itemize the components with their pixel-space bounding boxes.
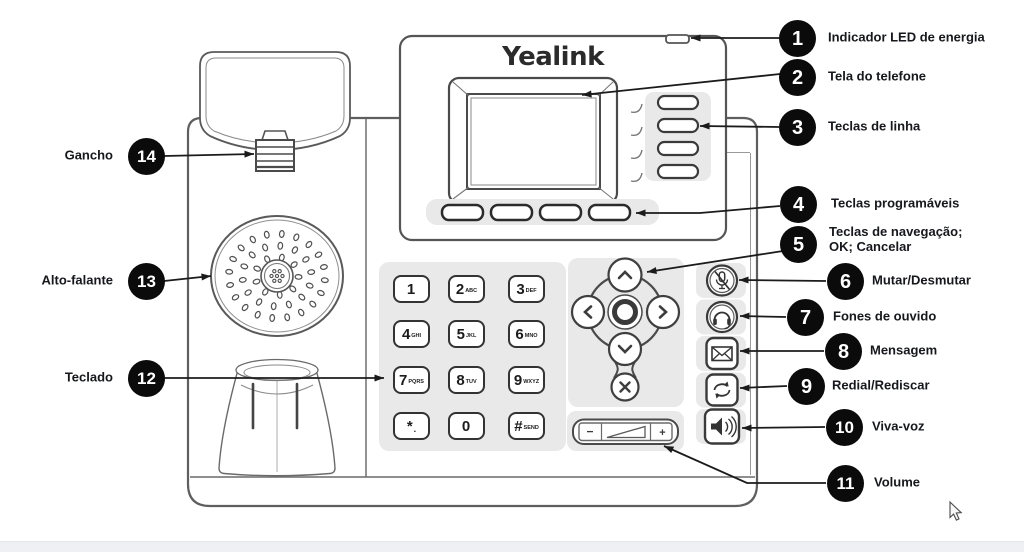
nav-down-key xyxy=(607,331,643,367)
callout-badge-13: 13 xyxy=(128,263,165,300)
ok-key xyxy=(607,294,643,330)
callout-badge-9: 9 xyxy=(788,368,825,405)
callout-label-power-led: Indicador LED de energia xyxy=(828,29,985,45)
line-keys xyxy=(630,92,711,183)
message-key xyxy=(705,336,739,371)
callout-label-volume: Volume xyxy=(874,474,920,490)
volume-minus-icon: − xyxy=(586,425,593,439)
callout-label-mute: Mutar/Desmutar xyxy=(872,272,971,288)
keypad-panel xyxy=(379,262,566,451)
callout-badge-7: 7 xyxy=(787,299,824,336)
window-bottom-edge xyxy=(0,541,1024,552)
phone-screen xyxy=(447,76,619,205)
circular-arrow-icon xyxy=(713,381,731,399)
power-led xyxy=(665,34,690,44)
volume-ramp-icon xyxy=(606,425,646,439)
callout-badge-2: 2 xyxy=(779,59,816,96)
callout-label-redial: Redial/Rediscar xyxy=(832,377,930,393)
function-keys xyxy=(696,263,746,445)
nav-left-key xyxy=(570,294,606,330)
chevron-right-icon xyxy=(658,305,668,319)
chevron-down-icon xyxy=(617,344,633,354)
chevron-left-icon xyxy=(583,305,593,319)
callout-label-keypad: Teclado xyxy=(64,369,113,385)
callout-label-hook: Gancho xyxy=(64,147,113,163)
redial-key xyxy=(705,373,739,407)
callout-label-speakerphone: Viva-voz xyxy=(872,418,925,434)
key-1: 1 xyxy=(393,275,430,303)
callout-label-headset: Fones de ouvido xyxy=(833,308,937,324)
callout-badge-12: 12 xyxy=(128,360,165,397)
mouse-pointer-icon xyxy=(949,500,963,521)
mute-key xyxy=(705,264,739,297)
callout-label-speaker: Alto-falante xyxy=(41,272,114,288)
leader-lines xyxy=(163,37,827,484)
key-pound: #SEND xyxy=(508,412,545,440)
envelope-icon xyxy=(711,346,733,362)
callout-badge-14: 14 xyxy=(128,138,165,175)
callout-badge-11: 11 xyxy=(827,465,864,502)
cancel-key xyxy=(610,372,640,402)
headphones-icon xyxy=(713,311,731,330)
callout-label-soft-keys: Teclas programáveis xyxy=(831,195,960,211)
callout-label-line-keys: Teclas de linha xyxy=(828,118,921,134)
leader-arrowheads xyxy=(201,34,752,454)
hook xyxy=(255,130,295,172)
callout-badge-3: 3 xyxy=(779,109,816,146)
callout-label-message: Mensagem xyxy=(870,342,938,358)
callout-badge-8: 8 xyxy=(825,333,862,370)
volume-plus-icon: + xyxy=(659,427,665,439)
callout-badge-10: 10 xyxy=(826,409,863,446)
volume-rocker: − + xyxy=(567,411,684,451)
nav-up-key xyxy=(607,257,643,293)
speaker-waves-icon xyxy=(711,415,737,438)
handset-cradle xyxy=(218,358,336,477)
callout-label-screen: Tela do telefone xyxy=(828,68,926,84)
callout-label-navigation: Teclas de navegação; OK; Cancelar xyxy=(829,224,963,254)
microphone-slash-icon xyxy=(714,270,731,291)
callout-badge-5: 5 xyxy=(780,226,817,263)
chevron-up-icon xyxy=(617,270,633,280)
brand-logo: Yealink xyxy=(502,42,604,72)
callout-badge-4: 4 xyxy=(780,186,817,223)
speakerphone-key xyxy=(703,408,741,445)
soft-keys xyxy=(426,199,659,225)
x-icon xyxy=(619,381,631,393)
callout-badge-6: 6 xyxy=(827,263,864,300)
grille-hub-holes xyxy=(269,269,285,283)
nav-right-key xyxy=(645,294,681,330)
handset-rest xyxy=(199,51,351,151)
key-0: 0 xyxy=(448,412,485,440)
headset-key xyxy=(705,300,739,334)
navigation-cluster xyxy=(568,257,684,407)
speaker-grille xyxy=(210,215,344,337)
callout-badge-1: 1 xyxy=(779,20,816,57)
key-star: *. xyxy=(393,412,430,440)
